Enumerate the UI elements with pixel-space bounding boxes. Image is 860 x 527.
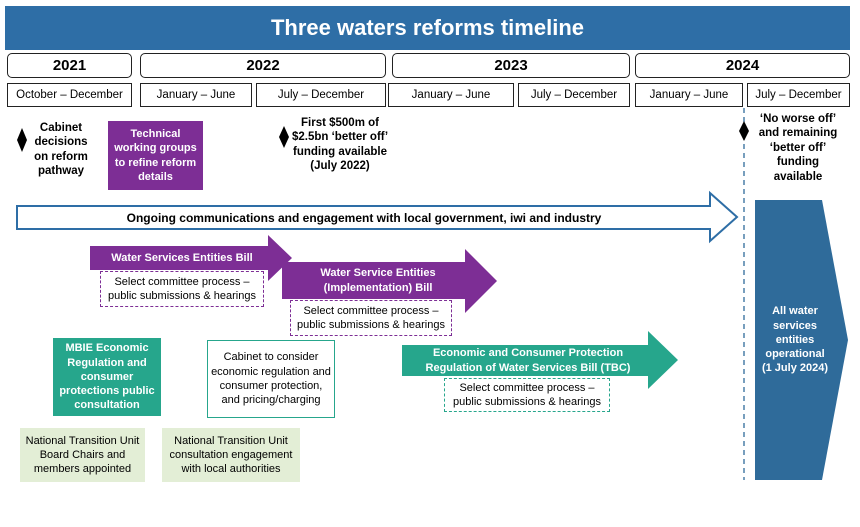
- wse-impl-bill-arrow: [282, 249, 497, 313]
- year-2023: 2023: [392, 53, 630, 78]
- wse-impl-process-box: Select committee process – public submis…: [290, 300, 452, 336]
- operational-label: All water services entities operational …: [761, 305, 829, 375]
- period-2022-jul-dec: July – December: [256, 83, 386, 107]
- cabinet-decisions-note: Cabinet decisions on reform pathway: [34, 122, 88, 178]
- ecp-bill-arrow: [402, 331, 678, 389]
- milestone-diamond-2024: [739, 121, 749, 141]
- period-2022-jan-jun: January – June: [140, 83, 252, 107]
- period-2023-jan-jun: January – June: [388, 83, 514, 107]
- operational-chevron: [755, 200, 848, 480]
- wse-bill-process-box: Select committee process – public submis…: [100, 271, 264, 307]
- technical-working-groups-box: Technical working groups to refine refor…: [108, 121, 203, 190]
- ntu-board-box: National Transition Unit Board Chairs an…: [20, 428, 145, 482]
- page-title: Three waters reforms timeline: [270, 15, 584, 40]
- year-2021: 2021: [7, 53, 132, 78]
- wse-impl-bill-label: Water Service Entities (Implementation) …: [320, 267, 436, 294]
- period-2024-jul-dec: July – December: [747, 83, 850, 107]
- period-2021-oct-dec: October – December: [7, 83, 132, 107]
- no-worse-off-note: ‘No worse off’ and remaining ‘better off…: [758, 113, 838, 183]
- ecp-process-box: Select committee process – public submis…: [444, 378, 610, 412]
- title-banner: Three waters reforms timeline: [5, 6, 850, 50]
- ongoing-comms-label: Ongoing communications and engagement wi…: [126, 210, 602, 225]
- year-2024: 2024: [635, 53, 850, 78]
- year-2022: 2022: [140, 53, 386, 78]
- ongoing-comms-arrow: [16, 190, 739, 244]
- period-2023-jul-dec: July – December: [518, 83, 630, 107]
- first-500m-note: First $500m of $2.5bn ‘better off’ fundi…: [291, 117, 389, 173]
- cabinet-consider-box: Cabinet to consider economic regulation …: [207, 340, 335, 418]
- milestone-diamond-2022: [279, 126, 289, 148]
- ecp-bill-label: Economic and Consumer Protection Regulat…: [425, 347, 631, 374]
- wse-bill-label: Water Services Entities Bill: [111, 251, 253, 264]
- wse-bill-arrow: [90, 235, 292, 281]
- period-2024-jan-jun: January – June: [635, 83, 743, 107]
- ntu-consultation-box: National Transition Unit consultation en…: [162, 428, 300, 482]
- mbie-consultation-box: MBIE Economic Regulation and consumer pr…: [53, 338, 161, 416]
- milestone-diamond-2021: [17, 128, 27, 152]
